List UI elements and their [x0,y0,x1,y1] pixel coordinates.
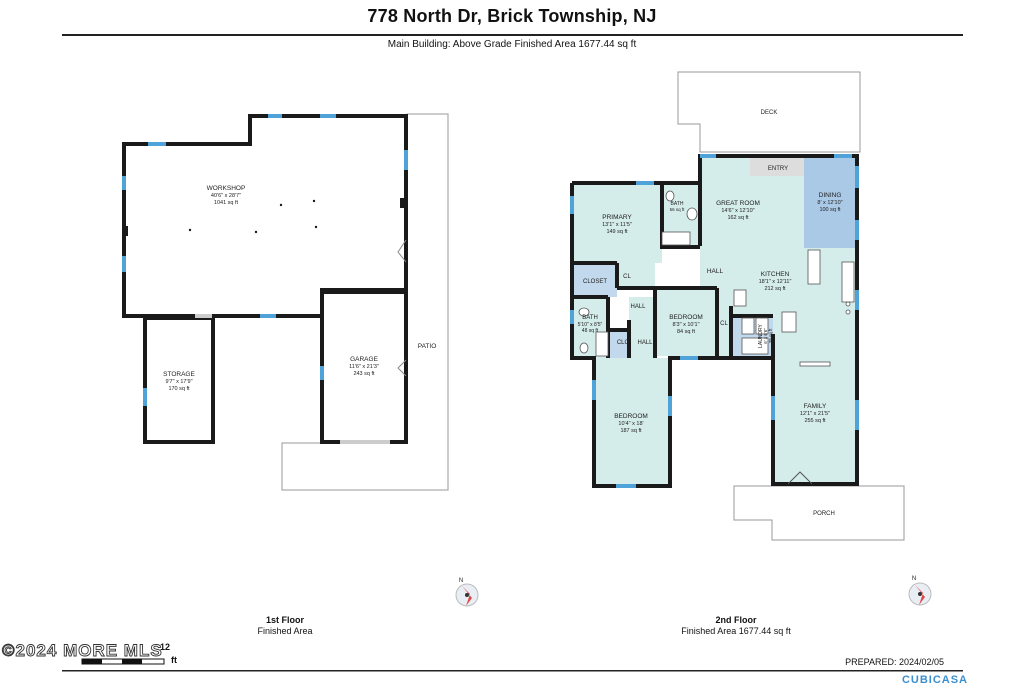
laundry-area: 39 sq ft [768,328,773,344]
compass-n-label-2: N [912,576,916,582]
laundry-dims: 6' x 6'6" [763,328,768,344]
compass-icon: N [455,578,479,607]
brand-logo: CUBICASA [901,674,968,683]
garage-room [320,290,408,444]
garage-area: 243 sq ft [353,371,375,377]
floor2-windows [570,154,859,488]
floor1-plan: WORKSHOP 40'6" x 28'7" 1041 sq ft STORAG… [122,113,449,491]
prepared-date: PREPARED: 2024/02/05 [845,657,944,667]
deck-area [677,71,861,153]
kitchen-dims: 18'1" x 12'11" [759,279,792,285]
storage-room [143,316,215,444]
floor2-caption: 2nd Floor Finished Area 1677.44 sq ft [666,615,806,637]
porch-label: PORCH [813,511,835,517]
patio-label: PATIO [418,343,437,350]
floor2-plan: DECK ENTRY PRIMARY 13'1" x 11'5" 149 sq … [570,71,905,541]
workshop-room [122,114,408,318]
bath-area: 48 sq ft [582,328,599,334]
compass-n-label-1: N [459,578,463,584]
primary-label: PRIMARY [602,214,632,221]
floor1-windows [122,114,408,406]
garage-dims: 11'6" x 21'3" [349,364,379,370]
storage-label: STORAGE [163,371,195,378]
bath-dims: 5'10" x 8'5" [578,322,603,328]
dining-fill [804,156,857,248]
workshop-label: WORKSHOP [207,185,246,192]
floor1-area: Finished Area [257,626,313,636]
dining-area: 100 sq ft [819,207,841,213]
bedroom-mid-area: 84 sq ft [677,329,696,335]
page-title: 778 North Dr, Brick Township, NJ [367,6,657,26]
kitchen-label: KITCHEN [761,271,790,278]
deck-label: DECK [761,110,778,116]
primary-area: 149 sq ft [606,229,628,235]
cl-upper-label: CL [623,274,631,280]
dining-label: DINING [819,192,842,199]
floor1-caption: 1st Floor Finished Area [240,615,330,637]
bedroom-mid-dims: 8'3" x 10'1" [672,322,699,328]
floor2-area: Finished Area 1677.44 sq ft [681,626,791,636]
bedroom-low-label: BEDROOM [614,413,648,420]
cl-mid-label: CL [720,321,728,327]
workshop-dims: 40'6" x 28'7" [211,193,241,199]
family-label: FAMILY [804,403,827,410]
page-subtitle: Main Building: Above Grade Finished Area… [387,39,637,50]
garage-label: GARAGE [350,356,378,363]
storage-dims: 9'7" x 17'9" [165,379,192,385]
great-room-area: 162 sq ft [727,215,749,221]
bath-label: BATH [582,315,598,321]
storage-area: 170 sq ft [168,386,190,392]
dining-dims: 8' x 12'10" [817,200,842,206]
hall-upper-label: HALL [707,268,724,275]
kitchen-area: 212 sq ft [764,286,786,292]
bedroom-mid-label: BEDROOM [669,314,703,321]
compass-icon: N [908,576,932,606]
scale-unit: ft [171,655,177,665]
bath-small-label: BATH [671,201,684,207]
primary-dims: 13'1" x 11'5" [602,222,632,228]
title-divider [62,34,963,36]
floor2-walls [570,154,859,488]
floor1-name: 1st Floor [265,615,304,625]
entry-label: ENTRY [768,166,788,172]
porch-area [733,485,905,541]
scale-value: 12 [160,642,171,652]
mls-watermark: ©2024 MORE MLS [2,641,163,661]
closet-label: CLOSET [583,279,607,285]
bath-small-area: 56 sq ft [670,207,686,212]
bedroom-low-dims: 10'4" x 18' [618,421,643,427]
floor2-name: 2nd Floor [715,615,757,625]
family-dims: 12'1" x 21'5" [800,411,830,417]
scale-bar [81,658,165,665]
workshop-area: 1041 sq ft [214,200,239,206]
bedroom-low-area: 187 sq ft [620,428,642,434]
laundry-label: LAUNDRY [758,323,764,347]
floor2-fixtures [578,190,855,367]
hall-lower-label: HALL [637,340,653,346]
great-room-dims: 14'6" x 12'10" [721,208,754,214]
family-area: 255 sq ft [804,418,826,424]
great-room-label: GREAT ROOM [716,200,760,207]
hall-mid-label: HALL [630,304,646,310]
clo-label: CLO [617,340,630,346]
